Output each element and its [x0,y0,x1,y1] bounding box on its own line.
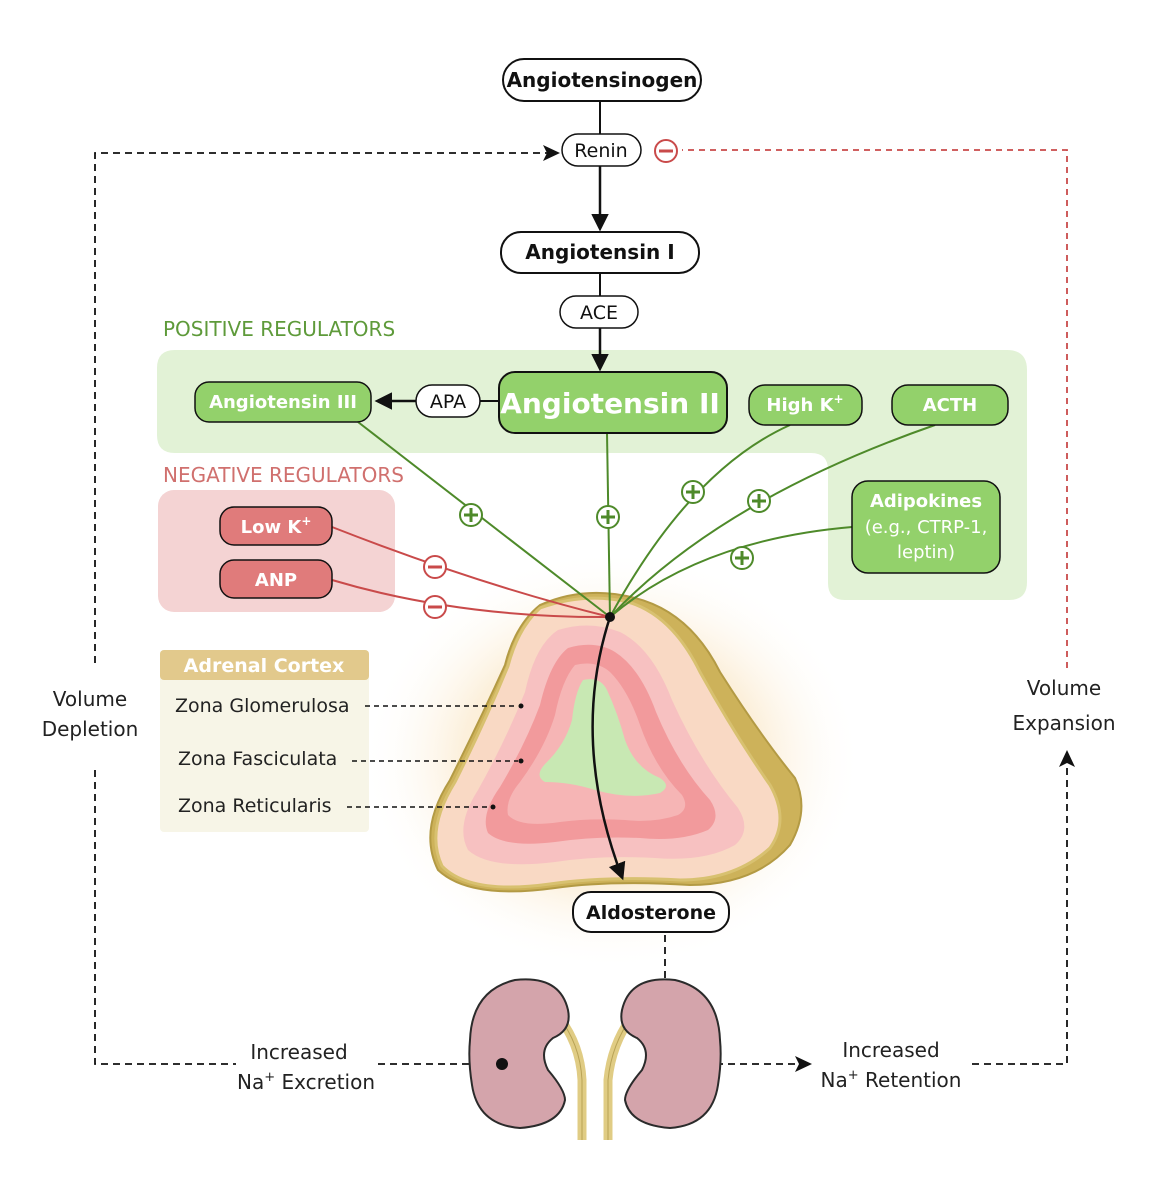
minus-icon [654,139,678,163]
increased-excretion-label-2: Na+ Excretion [237,1070,375,1094]
aldosterone-arrow [591,616,626,881]
apa-label: APA [430,391,466,413]
zone-pointers [347,705,518,808]
adipokines-examples-2: leptin) [897,542,955,563]
increased-excretion-label: Increased [250,1040,347,1064]
aldosterone-label: Aldosterone [586,902,716,924]
volume-depletion-loop [94,152,553,1065]
high-k-node [748,384,863,426]
angiotensin-i-label: Angiotensin I [525,240,674,264]
volume-depletion-label-2: Depletion [42,717,139,741]
volume-expansion-path [972,762,1068,1065]
zona-fasciculata-label: Zona Fasciculata [178,748,337,770]
aldosterone-node [572,891,730,933]
plus-icon [681,480,705,504]
renin-node [561,133,642,167]
arrow-head-icon [795,1056,812,1072]
acth-node [891,384,1009,426]
plus-icon [459,503,483,527]
increased-retention-label-2: Na+ Retention [821,1068,962,1092]
adrenal-cortex-legend: Adrenal Cortex Zona Glomerulosa Zona Fas… [160,650,369,832]
angiotensin-i-node [500,231,700,274]
ace-node [559,295,639,329]
increased-retention-label: Increased [842,1038,939,1062]
volume-expansion-label-2: Expansion [1013,711,1116,735]
anp-node [219,559,333,599]
adrenal-cortex-title: Adrenal Cortex [184,655,345,677]
low-k-node [219,506,333,546]
kidneys-icon [468,978,722,1140]
anp-label: ANP [255,570,297,591]
zona-reticularis-label: Zona Reticularis [178,795,332,817]
adipokines-examples: (e.g., CTRP-1, [865,517,988,538]
angiotensinogen-node [502,58,702,102]
left-kidney [468,978,570,1130]
apa-node [415,384,481,418]
minus-icon [423,555,447,579]
arrow-head-icon [1059,750,1075,767]
volume-depletion-label: Volume [53,687,127,711]
adipokines-node [851,480,1001,574]
ace-label: ACE [580,302,618,324]
adrenal-gland [362,550,862,970]
positive-regulator-lines [357,421,936,618]
arrow-head-icon [543,145,560,161]
retention-path [664,935,800,1065]
high-k-label: High K+ [766,392,843,416]
angiotensin-iii-label: Angiotensin III [209,392,357,413]
plus-icon [747,489,771,513]
positive-regulators-title: POSITIVE REGULATORS [163,317,395,341]
zone-pointer-dot [490,804,496,810]
renin-label: Renin [574,140,627,162]
negative-regulators-title: NEGATIVE REGULATORS [163,463,404,487]
negative-regulator-lines [331,526,611,619]
angiotensin-ii-node [498,371,728,434]
angiotensinogen-label: Angiotensinogen [507,68,698,92]
zone-pointer-dot [518,703,524,709]
minus-icon [423,595,447,619]
acth-label: ACTH [923,395,977,416]
adipokines-title: Adipokines [870,491,982,512]
zone-pointer-dot [518,758,524,764]
zona-glomerulosa-label: Zona Glomerulosa [175,695,350,717]
right-kidney [620,978,722,1130]
volume-expansion-label: Volume [1027,676,1101,700]
angiotensin-ii-label: Angiotensin II [500,387,720,420]
plus-icon [596,505,620,529]
low-k-label: Low K+ [241,514,312,538]
renin-inhibition-line [682,149,1068,668]
plus-icon [730,546,754,570]
angiotensin-iii-node [194,381,372,423]
